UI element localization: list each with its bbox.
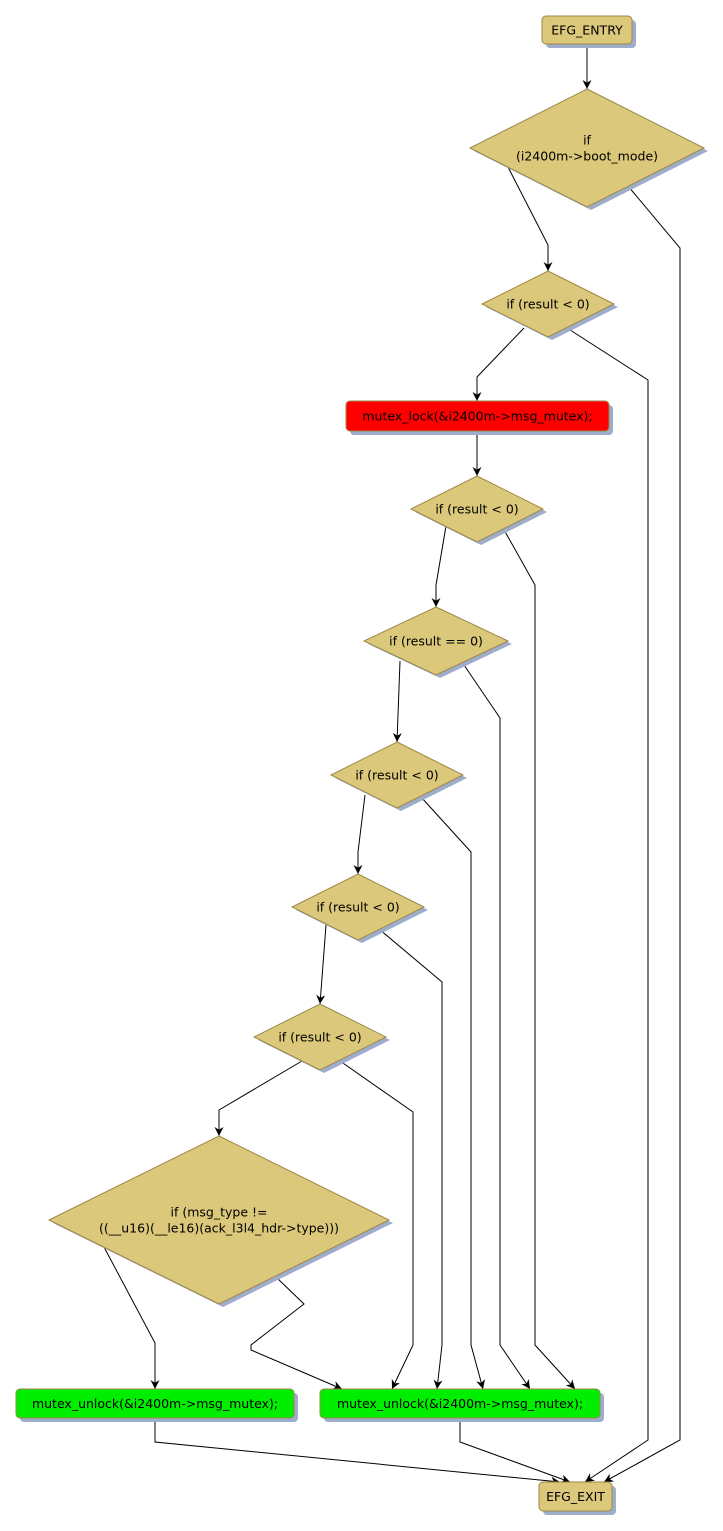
flow-edge (603, 185, 681, 1483)
node-d5[interactable]: if (result < 0) (329, 741, 467, 811)
flow-edge (250, 1276, 343, 1390)
flow-edge (339, 1060, 414, 1390)
decision-diamond (47, 1135, 391, 1305)
decision-diamond (480, 270, 616, 338)
node-label: mutex_unlock(&i2400m->msg_mutex); (32, 1396, 278, 1411)
flow-edge (459, 1418, 571, 1484)
node-box (15, 1388, 295, 1419)
node-label: if (583, 133, 591, 148)
flow-edge (472, 327, 525, 401)
node-unlock1[interactable]: mutex_unlock(&i2400m->msg_mutex); (15, 1388, 298, 1422)
flow-edge (214, 1060, 303, 1136)
decision-diamond (362, 606, 510, 676)
decision-diamond (329, 741, 465, 809)
decision-diamond (409, 475, 545, 543)
node-label: if (result < 0) (278, 1030, 361, 1045)
node-label: EFG_ENTRY (551, 23, 623, 38)
node-box (538, 1481, 613, 1512)
decision-diamond (252, 1003, 388, 1071)
node-unlock2[interactable]: mutex_unlock(&i2400m->msg_mutex); (319, 1388, 604, 1422)
flow-edge (420, 796, 485, 1390)
flow-edge (103, 1246, 160, 1389)
node-label: (i2400m->boot_mode) (516, 149, 658, 164)
flow-edge (316, 924, 327, 1005)
node-label: if (result < 0) (316, 900, 399, 915)
flow-edge (353, 794, 366, 874)
node-label: if (msg_type != (171, 1205, 268, 1220)
node-d7[interactable]: if (result < 0) (252, 1003, 390, 1073)
flow-edge (507, 166, 553, 271)
flow-edge (392, 660, 402, 743)
flow-edge (463, 664, 531, 1390)
node-exit[interactable]: EFG_EXIT (538, 1481, 616, 1515)
node-lock[interactable]: mutex_lock(&i2400m->msg_mutex); (345, 400, 613, 435)
node-label: ((__u16)(__le16)(ack_l3l4_hdr->type))) (99, 1221, 339, 1236)
node-d4[interactable]: if (result == 0) (362, 606, 512, 678)
flow-edge (154, 1418, 561, 1486)
node-d2[interactable]: if (result < 0) (480, 270, 618, 340)
node-label: if (result == 0) (389, 634, 483, 649)
flow-edge (502, 527, 576, 1390)
node-label: if (result < 0) (435, 502, 518, 517)
node-d1[interactable]: if(i2400m->boot_mode) (468, 88, 708, 210)
node-box (345, 400, 610, 432)
flow-edge (378, 928, 443, 1390)
node-label: if (result < 0) (355, 768, 438, 783)
node-label: mutex_lock(&i2400m->msg_mutex); (362, 409, 592, 424)
flow-edge (431, 525, 447, 607)
decision-diamond (468, 88, 706, 208)
node-d8[interactable]: if (msg_type !=((__u16)(__le16)(ack_l3l4… (47, 1135, 393, 1307)
node-entry[interactable]: EFG_ENTRY (541, 15, 636, 48)
flow-edge (566, 327, 649, 1483)
node-label: if (result < 0) (506, 297, 589, 312)
node-box (319, 1388, 601, 1419)
decision-diamond (290, 873, 426, 941)
node-d6[interactable]: if (result < 0) (290, 873, 428, 943)
node-label: mutex_unlock(&i2400m->msg_mutex); (337, 1396, 583, 1411)
node-label: EFG_EXIT (546, 1489, 605, 1504)
node-d3[interactable]: if (result < 0) (409, 475, 547, 545)
node-box (541, 15, 633, 45)
